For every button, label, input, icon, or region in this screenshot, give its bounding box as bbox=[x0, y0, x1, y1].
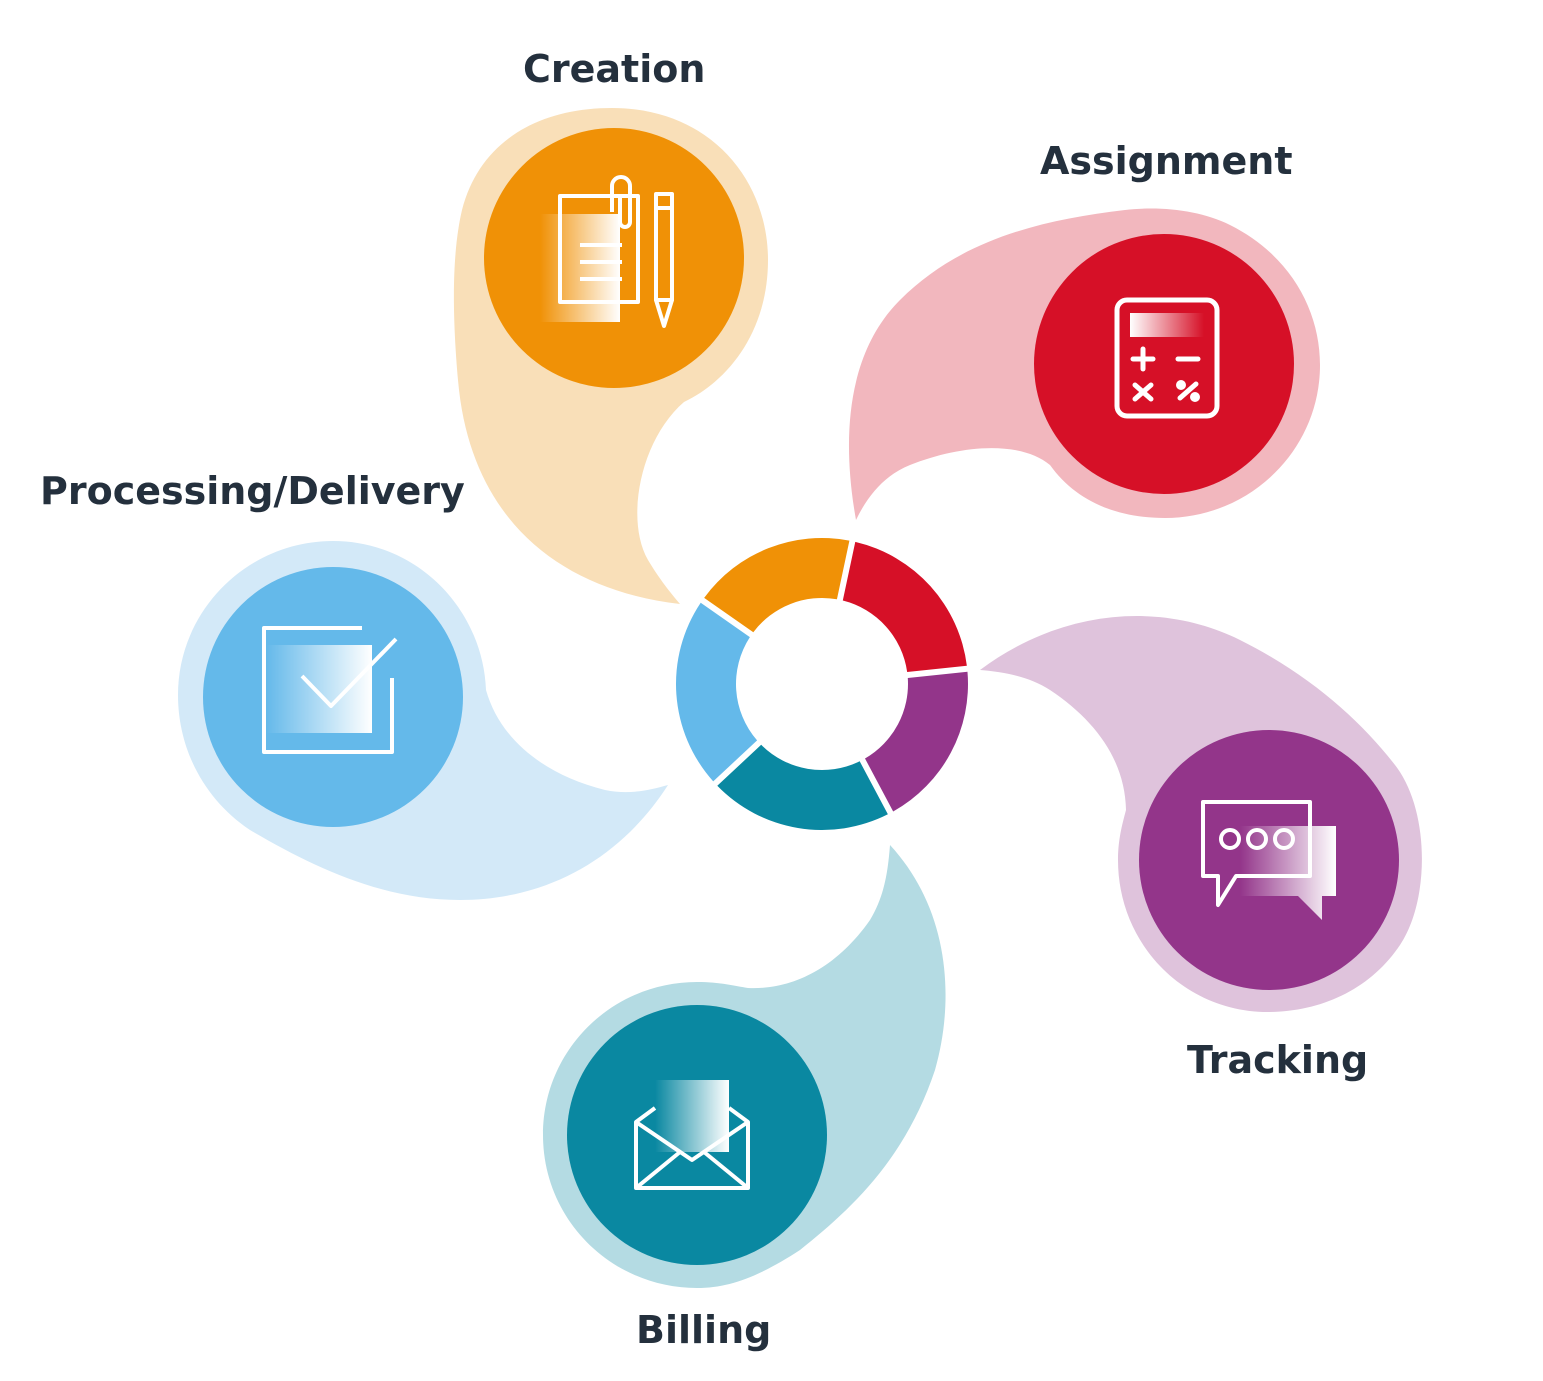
assignment-circle bbox=[1034, 234, 1294, 494]
ring-segment-tracking bbox=[864, 671, 968, 812]
envelope-icon bbox=[634, 1080, 750, 1190]
ring-segment-processing bbox=[676, 602, 758, 782]
label-tracking: Tracking bbox=[1187, 1038, 1369, 1082]
label-billing: Billing bbox=[636, 1308, 772, 1352]
ring-segment-creation bbox=[704, 538, 850, 633]
center-ring bbox=[676, 538, 968, 830]
ring-segment-assignment bbox=[842, 541, 967, 673]
ring-segment-billing bbox=[717, 744, 888, 830]
calculator-icon bbox=[1114, 297, 1220, 419]
label-assignment: Assignment bbox=[1040, 139, 1293, 183]
chat-bubbles-icon bbox=[1201, 800, 1336, 920]
document-pencil-icon bbox=[540, 175, 674, 328]
checkbox-icon bbox=[262, 626, 398, 754]
label-processing: Processing/Delivery bbox=[40, 469, 465, 513]
label-creation: Creation bbox=[523, 47, 706, 91]
